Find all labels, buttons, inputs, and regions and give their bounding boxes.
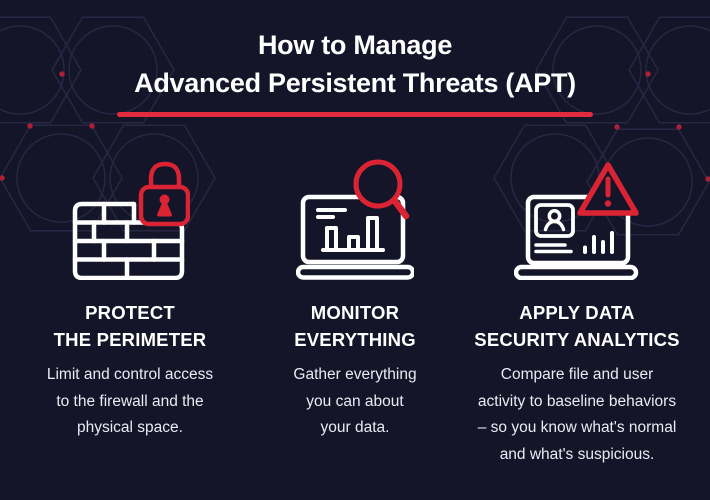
laptop-warning-icon <box>514 162 639 280</box>
title-line-2: Advanced Persistent Threats (APT) <box>134 68 576 98</box>
column-body: Limit and control access to the firewall… <box>46 366 214 436</box>
column-heading: PROTECT THE PERIMETER <box>53 302 207 350</box>
laptop-chart-icon <box>296 194 414 280</box>
laptop-magnifier-icon <box>296 159 414 280</box>
column-heading: APPLY DATA SECURITY ANALYTICS <box>474 302 680 350</box>
lock-icon <box>138 161 190 227</box>
column-heading: MONITOR EVERYTHING <box>294 302 416 350</box>
title-line-1: How to Manage <box>257 30 453 60</box>
column-protect-perimeter: PROTECT THE PERIMETER Limit and control … <box>8 158 252 442</box>
title-underline <box>117 112 593 117</box>
firewall-lock-icon <box>72 161 190 280</box>
red-node-dots <box>0 71 710 182</box>
column-body: Compare file and user activity to baseli… <box>477 366 677 463</box>
magnifier-icon <box>353 159 410 220</box>
column-body: Gather everything you can about your dat… <box>293 366 417 436</box>
user-avatar-icon <box>547 209 562 223</box>
keyhole-icon <box>159 194 170 205</box>
warning-triangle-icon <box>577 162 639 216</box>
column-security-analytics: APPLY DATA SECURITY ANALYTICS Compare fi… <box>452 158 702 468</box>
page-title: How to Manage Advanced Persistent Threat… <box>0 26 710 102</box>
id-card-icon <box>534 203 575 238</box>
laptop-id-icon <box>514 194 639 280</box>
column-monitor-everything: MONITOR EVERYTHING Gather everything you… <box>252 158 458 442</box>
